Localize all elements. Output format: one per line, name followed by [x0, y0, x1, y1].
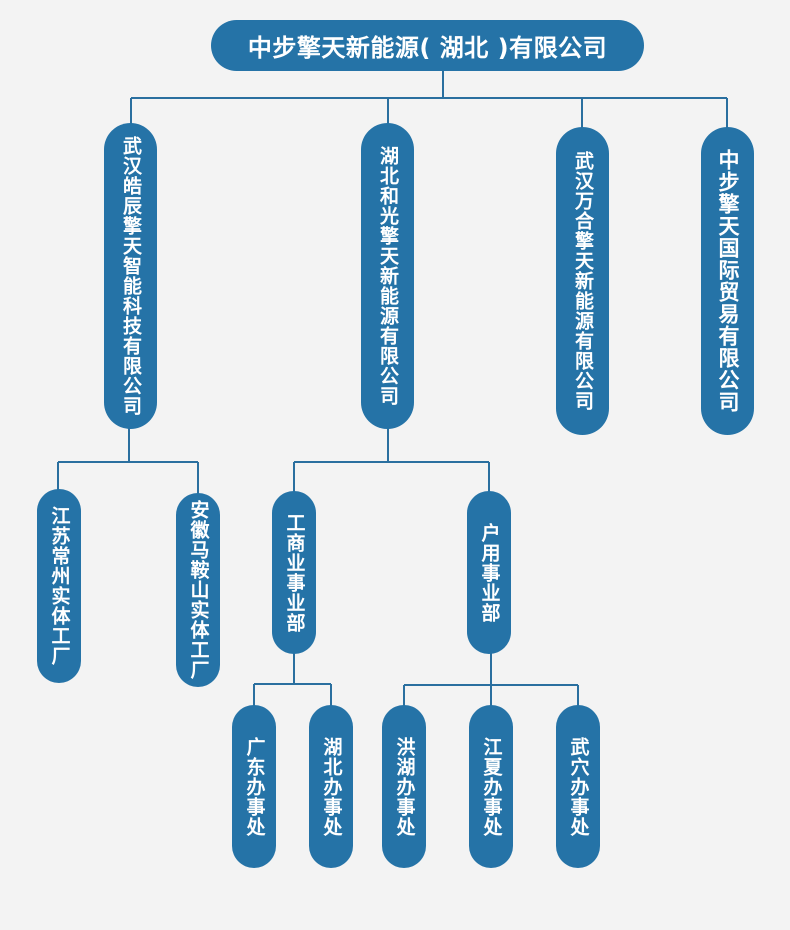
node-label: 安徽马鞍山实体工厂	[187, 500, 210, 680]
node-hubei-heguang[interactable]: 湖北和光擎天新能源有限公司	[361, 123, 414, 429]
node-jiangxia-office[interactable]: 江夏办事处	[469, 705, 513, 868]
node-label: 中步擎天国际贸易有限公司	[716, 149, 740, 413]
node-jiangsu-changzhou-factory[interactable]: 江苏常州实体工厂	[37, 489, 81, 683]
node-guangdong-office[interactable]: 广东办事处	[232, 705, 276, 868]
node-label: 广东办事处	[243, 736, 266, 837]
node-anhui-maanshan-factory[interactable]: 安徽马鞍山实体工厂	[176, 493, 220, 687]
node-commercial-division[interactable]: 工商业事业部	[272, 491, 316, 654]
root-label: 中步擎天新能源( 湖北 )有限公司	[247, 34, 608, 62]
node-wuhan-haochen[interactable]: 武汉皓辰擎天智能科技有限公司	[104, 123, 157, 429]
node-label: 户用事业部	[478, 522, 501, 623]
node-honghu-office[interactable]: 洪湖办事处	[382, 705, 426, 868]
node-international-trade[interactable]: 中步擎天国际贸易有限公司	[701, 127, 754, 435]
node-label: 武穴办事处	[567, 736, 590, 837]
node-hubei-office[interactable]: 湖北办事处	[309, 705, 353, 868]
node-label: 江苏常州实体工厂	[48, 506, 71, 666]
node-label: 武汉皓辰擎天智能科技有限公司	[120, 136, 142, 416]
node-label: 江夏办事处	[480, 736, 503, 837]
node-wuxue-office[interactable]: 武穴办事处	[556, 705, 600, 868]
node-label: 武汉万合擎天新能源有限公司	[572, 151, 594, 411]
node-label: 洪湖办事处	[393, 736, 416, 837]
node-residential-division[interactable]: 户用事业部	[467, 491, 511, 654]
root-node[interactable]: 中步擎天新能源( 湖北 )有限公司	[211, 20, 644, 71]
node-wuhan-wanhe[interactable]: 武汉万合擎天新能源有限公司	[556, 127, 609, 435]
node-label: 工商业事业部	[283, 512, 306, 633]
node-label: 湖北办事处	[320, 736, 343, 837]
node-label: 湖北和光擎天新能源有限公司	[377, 146, 399, 406]
